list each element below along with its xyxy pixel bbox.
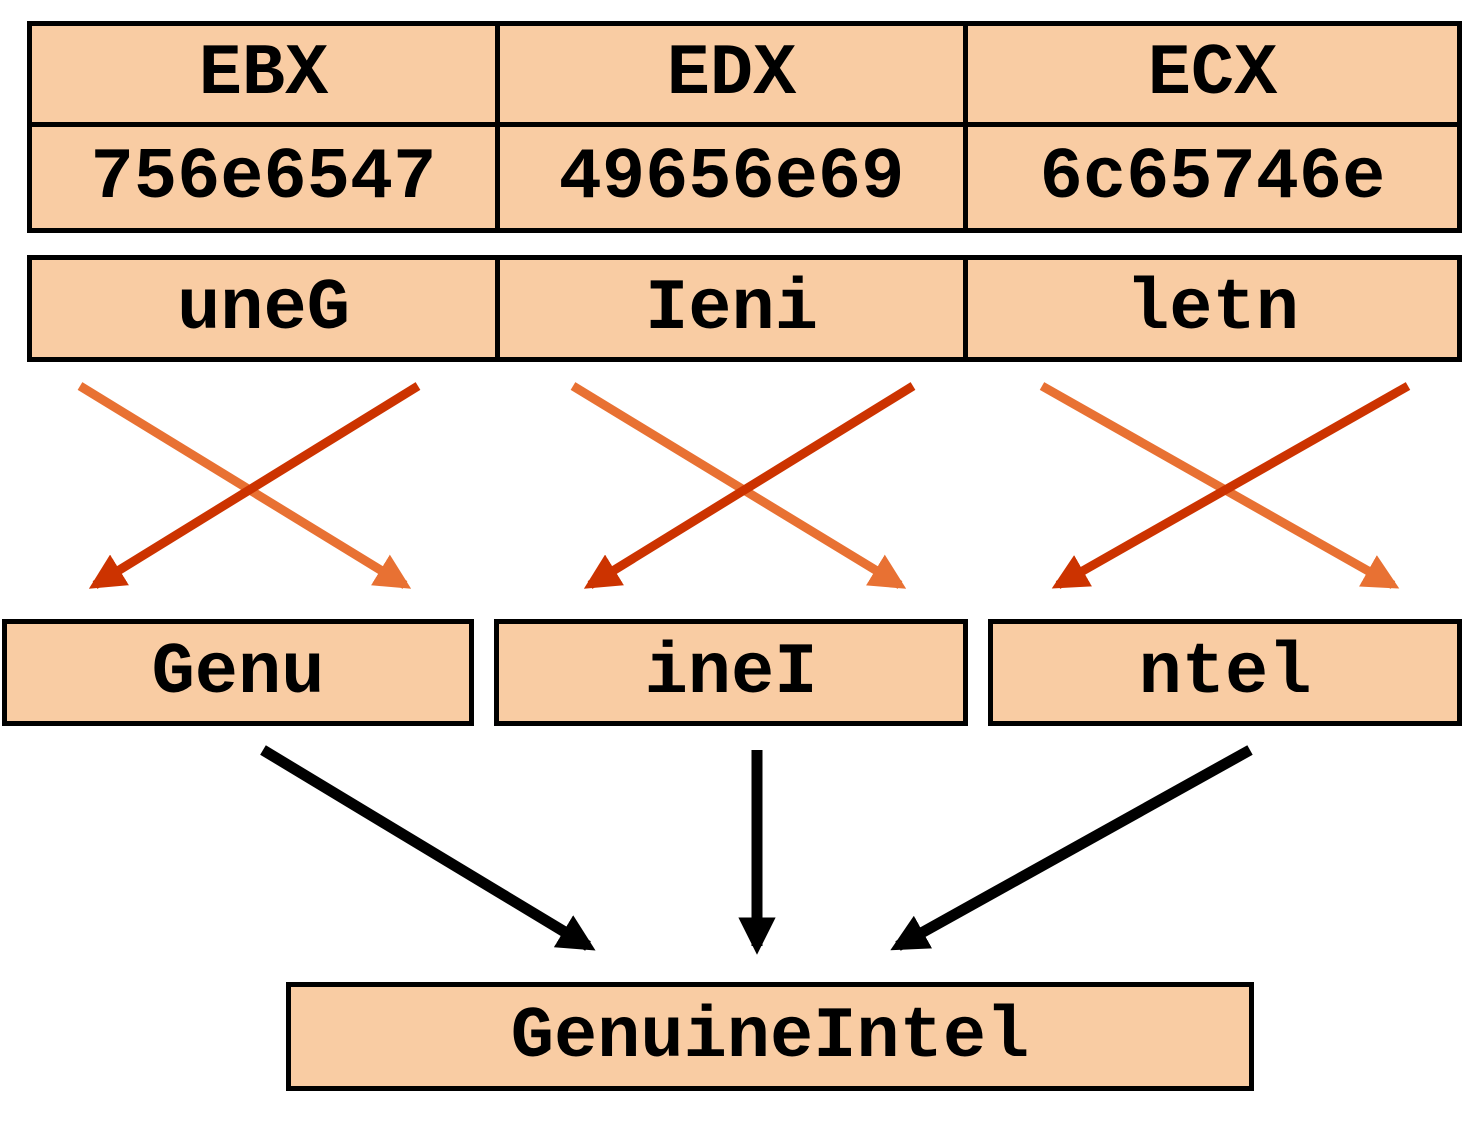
ordered-string-genu: Genu [2, 619, 474, 726]
register-table: EBX EDX ECX 756e6547 49656e69 6c65746e [27, 21, 1462, 233]
vendor-string-result: GenuineIntel [286, 982, 1254, 1091]
swap-arrow-ecx-right [1039, 382, 1400, 589]
swap-arrow-edx-right [570, 382, 907, 589]
swap-arrow-ecx-left [1051, 382, 1411, 589]
register-hex-ecx: 6c65746e [1039, 136, 1386, 219]
ordered-string-ntel: ntel [988, 619, 1462, 726]
swap-arrow-ebx-right [77, 382, 412, 589]
reversed-string-edx: Ieni [500, 260, 968, 357]
concat-arrow-right [890, 745, 1253, 951]
register-hex-ebx: 756e6547 [32, 127, 500, 228]
swap-arrow-edx-left [583, 382, 916, 589]
register-name-edx: EDX [500, 26, 968, 127]
reversed-string-ecx: letn [1126, 267, 1299, 350]
ordered-string-inei: ineI [494, 619, 968, 726]
reversed-string-ebx: uneG [32, 260, 500, 357]
reversed-string-table: uneG Ieni letn [27, 255, 1462, 362]
concat-arrow-left [260, 745, 596, 951]
register-name-ebx: EBX [32, 26, 500, 127]
swap-arrow-ebx-left [88, 382, 421, 589]
register-hex-edx: 49656e69 [500, 127, 968, 228]
register-name-ecx: ECX [968, 26, 1457, 127]
